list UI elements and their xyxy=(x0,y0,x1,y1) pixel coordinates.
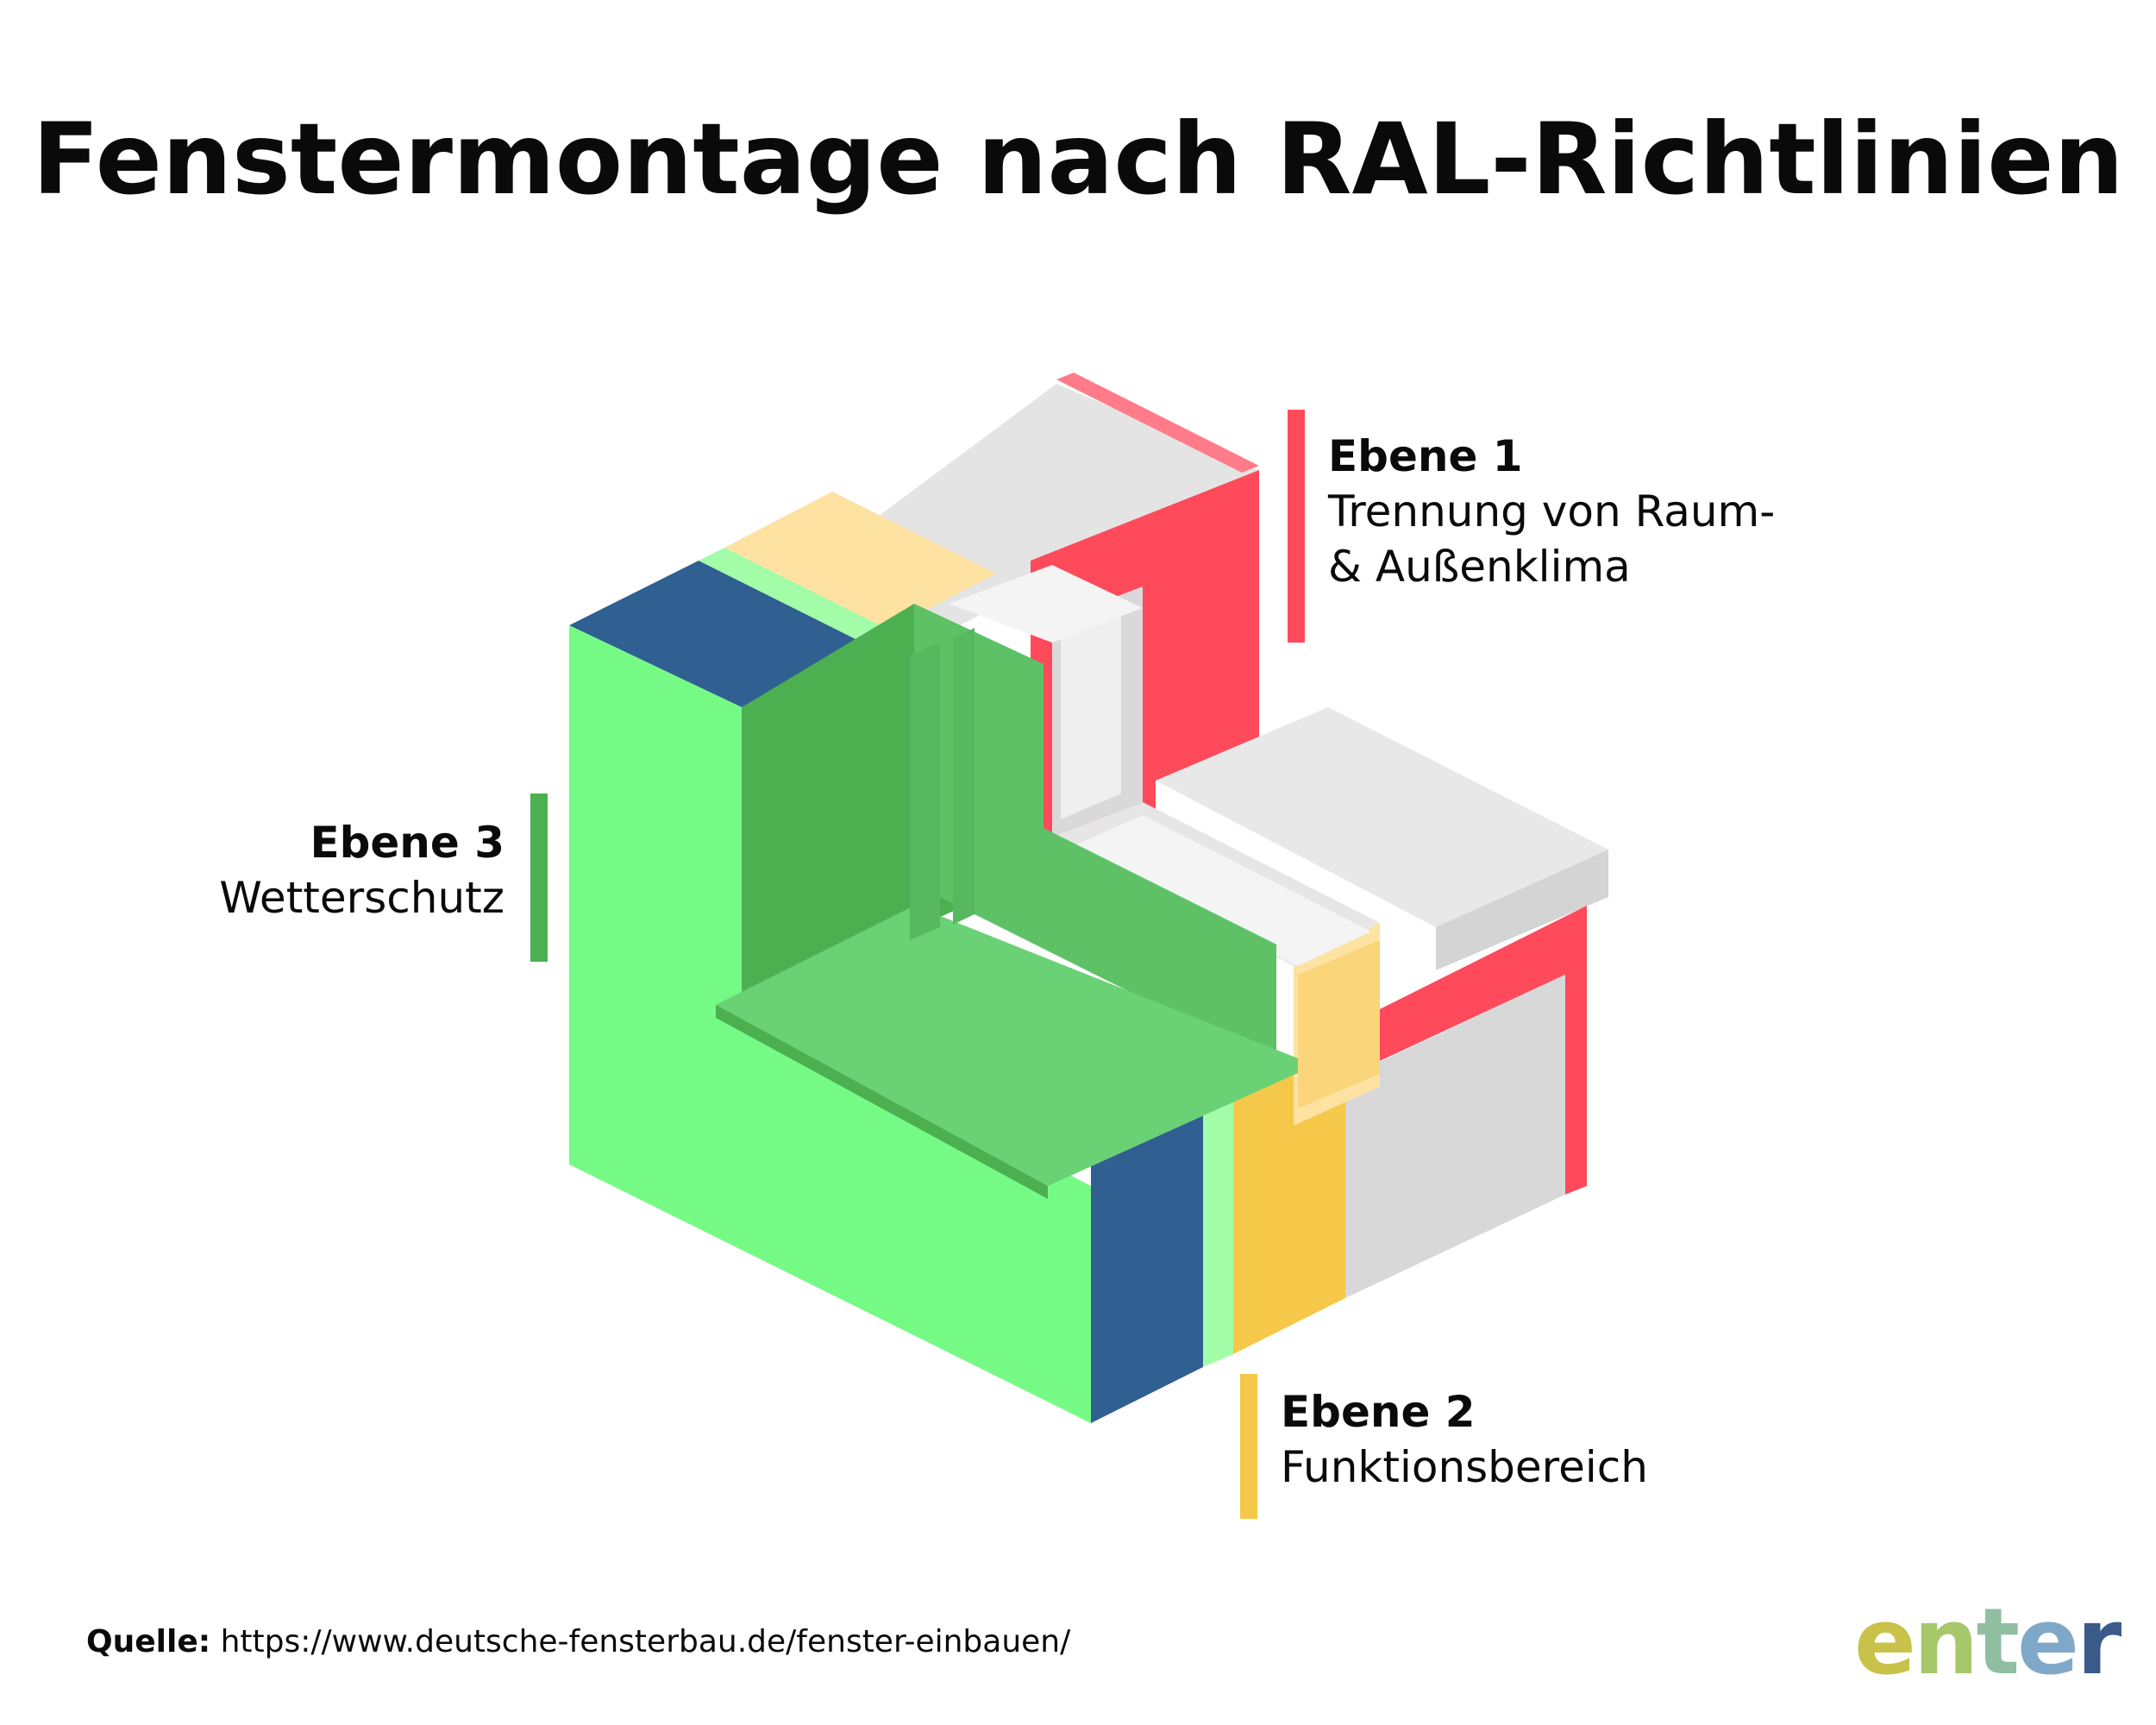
ebene3-line1: Wetterschutz xyxy=(219,873,505,923)
ebene2-bar xyxy=(1240,1374,1257,1519)
function-zone-front xyxy=(1233,1039,1345,1354)
weather-seal-floor xyxy=(716,906,1315,1186)
logo-letter: e xyxy=(1854,1589,1916,1695)
function-zone-profile xyxy=(1298,940,1380,1108)
wall-edge-lower xyxy=(1436,850,1608,970)
interior-seal-strip xyxy=(1056,373,1259,473)
wall-gray-face-lower xyxy=(1345,975,1565,1298)
ebene3-heading: Ebene 3 xyxy=(310,818,505,868)
window-profile-ridge xyxy=(1065,815,1371,966)
source-url[interactable]: https://www.deutsche-fensterbau.de/fenst… xyxy=(220,1624,1071,1659)
ebene1-heading: Ebene 1 xyxy=(1328,431,1523,481)
enter-logo: enter xyxy=(1854,1589,2122,1695)
logo-letter: e xyxy=(2017,1589,2079,1695)
wall-red-face-lower xyxy=(1380,906,1587,1195)
ebene1-label: Ebene 1 Trennung von Raum- & Außenklima xyxy=(1328,429,1775,594)
weather-seal-profile-rib-1 xyxy=(910,643,940,940)
logo-letter: t xyxy=(1976,1589,2020,1695)
weather-seal-profile-rib-2 xyxy=(953,628,975,925)
source-citation: Quelle: https://www.deutsche-fensterbau.… xyxy=(86,1624,1070,1659)
source-label: Quelle: xyxy=(86,1624,211,1659)
ebene1-line1: Trennung von Raum- xyxy=(1328,486,1776,536)
exterior-wall-left-face xyxy=(569,625,1091,1423)
page-title: Fenstermontage nach RAL-Richtlinien xyxy=(32,102,2124,216)
ebene3-bar xyxy=(530,794,548,962)
exterior-wall-blue-face xyxy=(1091,1108,1203,1423)
weather-seal-floor-edge xyxy=(716,1005,1048,1199)
blue-top-face xyxy=(569,561,862,707)
insulation-top xyxy=(724,492,996,630)
mint-strip-top xyxy=(699,548,888,643)
window-profile-top xyxy=(949,565,1143,643)
ebene2-label: Ebene 2 Funktionsbereich xyxy=(1281,1384,1648,1495)
logo-letter: n xyxy=(1913,1589,1978,1695)
ebene1-line2: & Außenklima xyxy=(1328,542,1631,592)
wall-top-face-lower xyxy=(1156,707,1608,927)
logo-letter: r xyxy=(2076,1589,2122,1695)
ebene2-line1: Funktionsbereich xyxy=(1281,1442,1648,1492)
ebene1-bar xyxy=(1288,410,1305,643)
window-profile-face xyxy=(1061,608,1121,819)
weather-seal-right-wall xyxy=(914,604,1276,1065)
ebene2-heading: Ebene 2 xyxy=(1281,1387,1476,1437)
exterior-wall-mint-face xyxy=(1203,1095,1233,1367)
ebene3-label: Ebene 3 Wetterschutz xyxy=(219,815,505,925)
